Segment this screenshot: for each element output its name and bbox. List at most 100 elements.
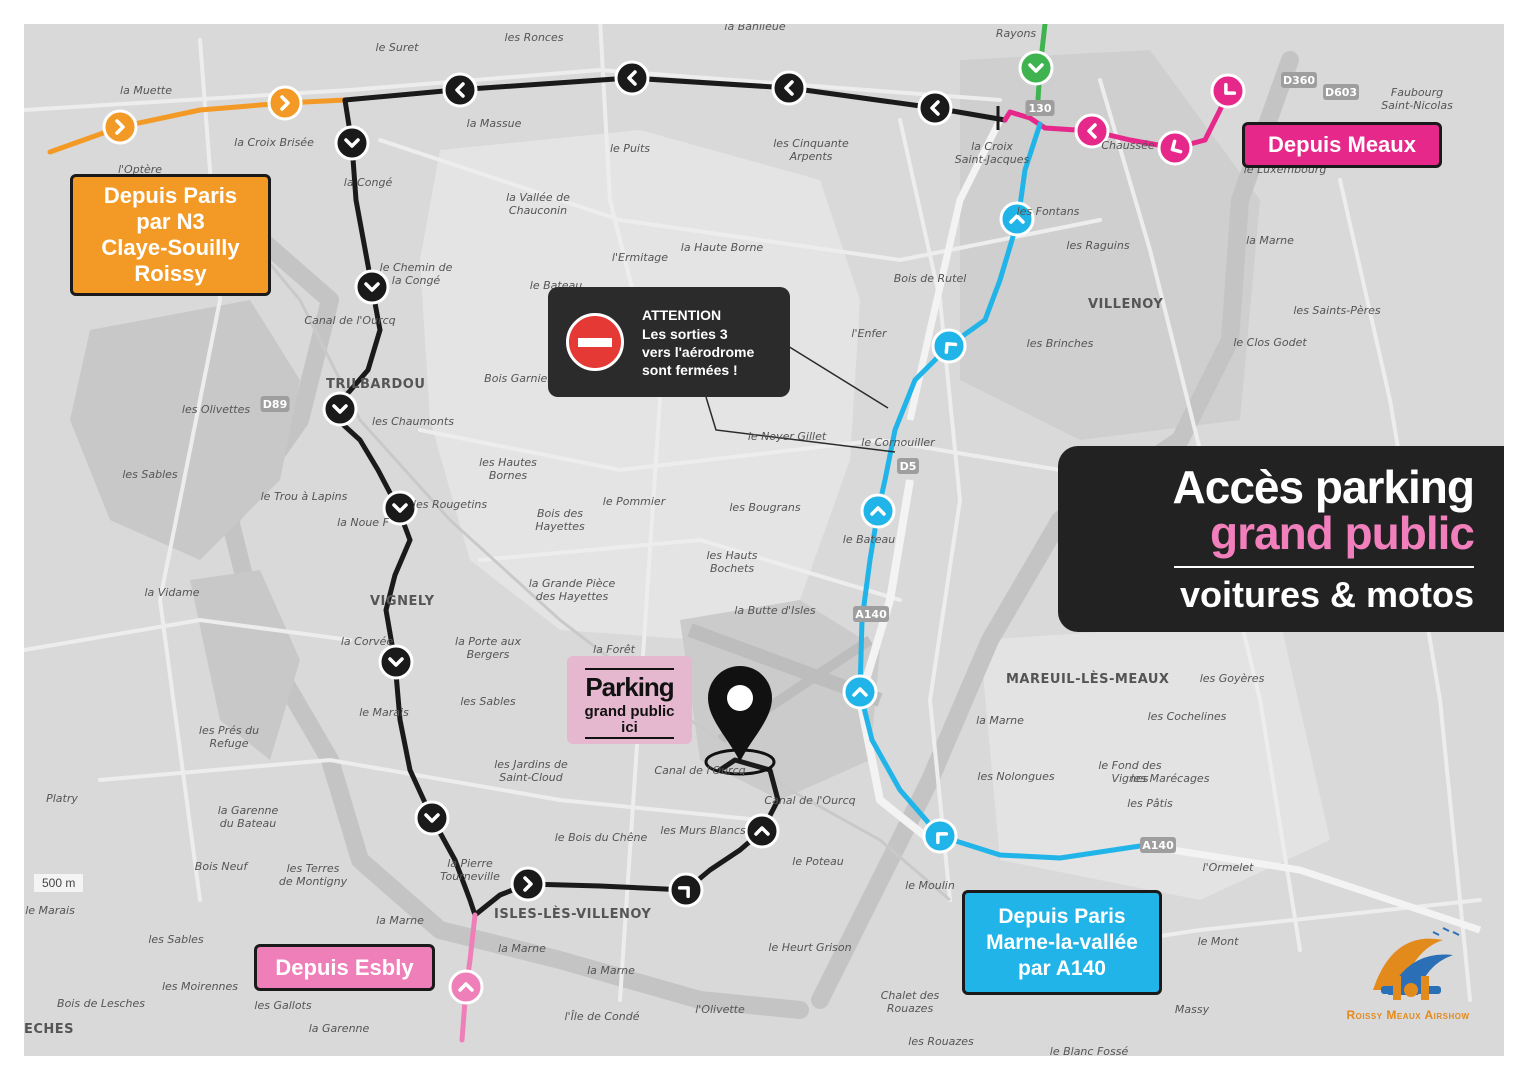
parking-title: Parking — [585, 672, 674, 702]
road-shield-4: D603 — [1323, 84, 1359, 100]
road-shield-5: D360 — [1281, 72, 1317, 88]
blue-direction-marker-5-disc — [922, 818, 958, 854]
place-label-p46: les Goyères — [1199, 672, 1265, 685]
town-label-villenoy: VILLENOY — [1088, 297, 1164, 312]
blue-direction-marker-4-disc — [842, 674, 878, 710]
orange-direction-marker-1-disc — [102, 109, 138, 145]
place-label-p15: le Chemin de la Congé — [379, 261, 453, 287]
parking-label: Parking grand public ici — [567, 656, 692, 744]
place-label-p29: le Cornouiller — [861, 436, 935, 449]
road-shield-6: D89 — [260, 396, 290, 412]
road-shield-box-7 — [1025, 100, 1055, 116]
place-label-p44: la Porte aux Bergers — [455, 635, 521, 661]
black-direction-marker-7 — [322, 391, 358, 427]
place-label-p39: le Bateau — [842, 533, 896, 546]
place-label-p48: les Prés du Refuge — [198, 724, 260, 750]
pink-direction-marker-3 — [1210, 73, 1246, 109]
title-panel: Accès parking grand public voitures & mo… — [1058, 446, 1504, 632]
pink-direction-marker-2-disc — [1157, 130, 1193, 166]
place-label-p10: la Croix Saint-Jacques — [954, 140, 1030, 166]
origin-esbly-label: Depuis Esbly — [275, 954, 414, 980]
route-pink-meaux — [1002, 88, 1231, 151]
black-direction-marker-10-arrow — [424, 813, 440, 823]
place-label-p59: les Murs Blancs — [660, 824, 746, 837]
black-direction-marker-13-disc — [744, 813, 780, 849]
black-direction-marker-13-arrow — [754, 826, 770, 836]
black-direction-marker-12-arrow — [677, 886, 690, 899]
blue-direction-marker-1 — [999, 201, 1035, 237]
place-label-p4: la Banlieue — [724, 24, 786, 33]
parking-here: ici — [621, 719, 638, 736]
no-entry-icon — [566, 313, 624, 371]
orange-direction-marker-1 — [102, 109, 138, 145]
origin-meaux: Depuis Meaux — [1242, 122, 1442, 168]
map-pin-body — [708, 666, 772, 762]
place-label-p42: la Butte d'Isles — [734, 604, 816, 617]
place-label-p49: le Marais — [359, 706, 409, 719]
place-label-p75: Chalet des Rouazes — [880, 989, 940, 1015]
place-label-p31: les Sables — [122, 468, 178, 481]
place-label-p14: les Fontans — [1016, 205, 1080, 218]
black-direction-marker-10-disc — [414, 800, 450, 836]
place-label-p23: les Brinches — [1026, 337, 1094, 350]
blue-direction-marker-1-disc — [999, 201, 1035, 237]
black-direction-marker-4-disc — [917, 90, 953, 126]
place-label-p6: la Massue — [466, 117, 522, 130]
blue-direction-marker-2-disc — [931, 328, 967, 364]
secondary-road-9 — [598, 24, 663, 1002]
place-label-p78: le Blanc Fossé — [1049, 1045, 1129, 1056]
place-label-p28: le Noyer Gillet — [747, 430, 827, 443]
map-pin-icon — [704, 666, 776, 776]
road-shield-box-2 — [1140, 837, 1176, 853]
title-line-3: voitures & motos — [1179, 574, 1474, 615]
blue-direction-marker-5 — [922, 818, 958, 854]
orange-direction-marker-2-arrow — [280, 95, 290, 111]
parking-rule-bottom — [585, 737, 674, 739]
place-label-p13: la Congé — [343, 176, 393, 189]
place-label-p27: les Chaumonts — [372, 415, 454, 428]
place-label-p17: l'Ermitage — [611, 251, 669, 264]
title-divider — [1174, 566, 1474, 568]
road-shield-text-3: D5 — [900, 460, 917, 473]
orange-direction-marker-2 — [267, 85, 303, 121]
black-direction-marker-3-arrow — [784, 80, 794, 96]
black-direction-marker-1-arrow — [455, 82, 465, 98]
place-label-p89: l'Optère — [117, 163, 163, 176]
green-direction-marker-1 — [1018, 50, 1054, 86]
road-shield-box-1 — [853, 606, 889, 622]
place-label-p50: les Cochelines — [1147, 710, 1227, 723]
airshow-logo-text: Roissy Meaux Airshow — [1346, 1008, 1470, 1022]
light-pink-direction-marker-1-arrow — [458, 982, 474, 992]
road-shield-1: A140 — [853, 606, 889, 622]
place-label-p60: Bois Neuf — [194, 860, 248, 873]
title-line-1: Accès parking — [1172, 461, 1475, 513]
road-shield-box-3 — [897, 458, 919, 474]
black-direction-marker-1-disc — [442, 72, 478, 108]
map-pin-hole — [727, 685, 753, 711]
black-direction-marker-8-disc — [382, 490, 418, 526]
town-label-mareuil: MAREUIL-LÈS-MEAUX — [1006, 672, 1170, 687]
orange-direction-marker-2-disc — [267, 85, 303, 121]
origin-paris-a140-label: Depuis Paris Marne-la-vallée par A140 — [986, 904, 1138, 980]
place-label-p76: Massy — [1174, 1003, 1210, 1016]
road-shield-text-2: A140 — [1142, 839, 1174, 852]
origin-paris-n3-label: Depuis Paris par N3 Claye-Souilly Roissy — [101, 183, 240, 286]
place-label-p55: Platry — [46, 792, 78, 805]
blue-direction-marker-4-arrow — [852, 687, 868, 697]
town-label-trilbardou: TRILBARDOU — [326, 377, 426, 392]
place-label-p86: Canal de l'Ourcq — [654, 764, 746, 777]
place-label-p83: la Marne — [1246, 234, 1294, 247]
place-label-p11: Faubourg Saint-Nicolas — [1381, 86, 1453, 112]
place-label-p22: l'Enfer — [851, 327, 887, 340]
black-direction-marker-4-arrow — [930, 100, 940, 116]
black-direction-marker-7-disc — [322, 391, 358, 427]
parking-rule-top — [585, 668, 674, 670]
black-direction-marker-10 — [414, 800, 450, 836]
place-label-p30: les Hautes Bornes — [479, 456, 537, 482]
attention-leader-2 — [705, 396, 896, 453]
black-direction-marker-9 — [378, 644, 414, 680]
blue-direction-marker-3 — [860, 493, 896, 529]
blue-direction-marker-3-disc — [860, 493, 896, 529]
black-direction-marker-9-disc — [378, 644, 414, 680]
place-label-p8: le Puits — [609, 142, 651, 155]
